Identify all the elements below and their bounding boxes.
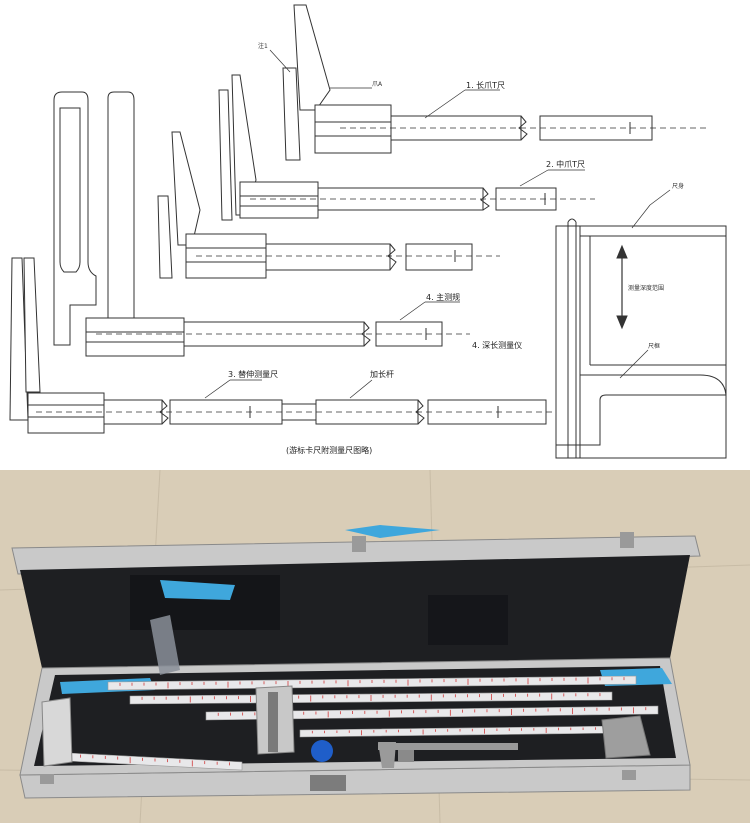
label-detail-low: 尺框 bbox=[648, 342, 660, 350]
long-t-ruler bbox=[269, 4, 710, 161]
label-small-b: 爪A bbox=[372, 81, 383, 88]
label-ext-ruler: 3. 替伸测量尺 bbox=[228, 369, 278, 379]
label-mid-t: 2. 中爪T尺 bbox=[546, 159, 585, 169]
case-lock bbox=[310, 775, 346, 791]
photo-canvas bbox=[0, 469, 750, 824]
vernier-caliper bbox=[378, 743, 518, 750]
label-long-t: 1. 长爪T尺 bbox=[466, 80, 505, 90]
technical-drawing: 1. 长爪T尺 2. 中爪T尺 4. 主测规 3. 替伸测量尺 加长杆 4. 深… bbox=[9, 4, 727, 459]
label-rod: 加长杆 bbox=[370, 369, 394, 379]
label-small-a: 注1 bbox=[258, 42, 268, 50]
main-gauge bbox=[53, 91, 470, 357]
detail-view bbox=[555, 189, 727, 459]
drawing-caption: (游标卡尺附测量尺图略) bbox=[286, 445, 372, 455]
label-long-measure: 4. 深长测量仪 bbox=[472, 340, 522, 350]
label-detail-mid: 测量深度范围 bbox=[628, 284, 664, 292]
blue-cap bbox=[311, 740, 333, 762]
label-detail-top: 尺身 bbox=[672, 182, 684, 190]
label-main-ruler: 4. 主测规 bbox=[426, 292, 460, 302]
ruler-set bbox=[67, 675, 659, 771]
case-photo bbox=[0, 469, 750, 824]
mid-t-ruler bbox=[218, 74, 595, 221]
ruler-strip bbox=[205, 705, 659, 721]
drawing-canvas: 1. 长爪T尺 2. 中爪T尺 4. 主测规 3. 替伸测量尺 加长杆 4. 深… bbox=[9, 4, 727, 459]
case-accessories bbox=[41, 615, 651, 768]
lid-pocket-right bbox=[428, 595, 508, 645]
extension-ruler bbox=[9, 257, 560, 434]
short-t-ruler bbox=[157, 131, 500, 279]
case-lid bbox=[11, 525, 701, 668]
